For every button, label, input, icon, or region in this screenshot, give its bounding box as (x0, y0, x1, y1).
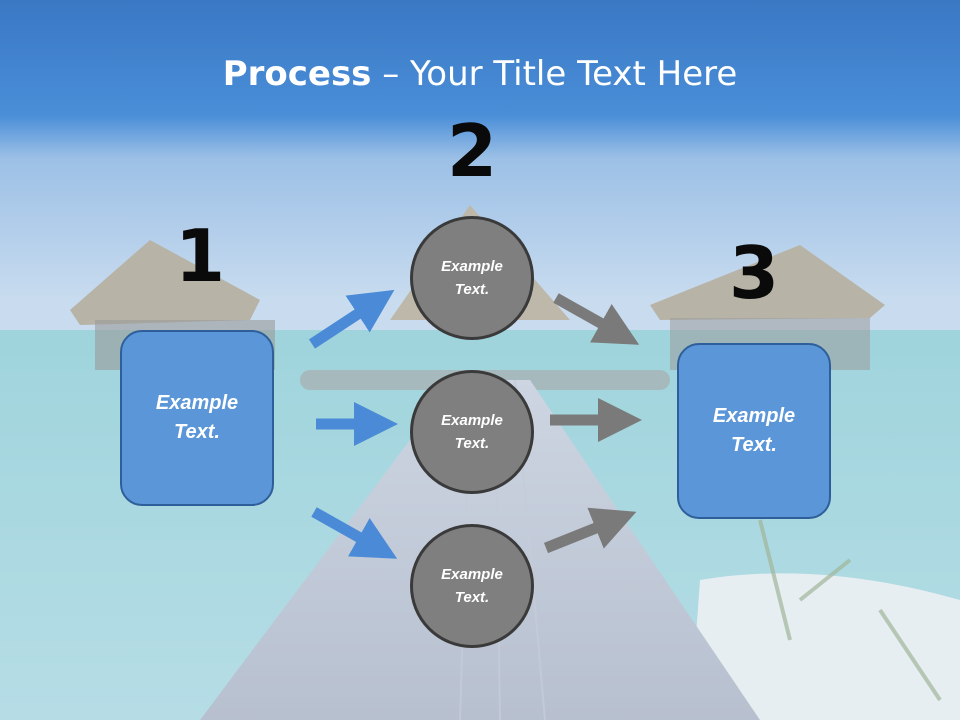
arrow-top-to-3 (553, 293, 640, 345)
palm-leaves (758, 519, 942, 702)
step-2-circle-top: Example Text. (410, 216, 534, 340)
step-number-2: 2 (446, 109, 498, 193)
slide-title: Process – Your Title Text Here (0, 52, 960, 96)
step-2-circle-middle: Example Text. (410, 370, 534, 494)
title-bold: Process (222, 54, 372, 94)
arrow-1-to-bottom (311, 507, 398, 559)
step-2-circle-bottom: Example Text. (410, 524, 534, 648)
step-3-text: Example Text. (712, 405, 796, 456)
title-rest: – Your Title Text Here (371, 54, 738, 94)
circle-text: Example Text. (441, 566, 503, 606)
sand-shore (690, 573, 960, 720)
circle-text: Example Text. (441, 258, 503, 298)
arrow-bottom-to-3 (543, 507, 637, 554)
step-3-box: Example Text. (677, 343, 831, 519)
step-1-text: Example Text. (155, 392, 239, 443)
circle-text: Example Text. (441, 412, 503, 452)
step-number-1: 1 (174, 214, 226, 298)
step-number-3: 3 (728, 231, 780, 315)
step-1-box: Example Text. (120, 330, 274, 506)
arrow-1-to-top (308, 289, 395, 349)
